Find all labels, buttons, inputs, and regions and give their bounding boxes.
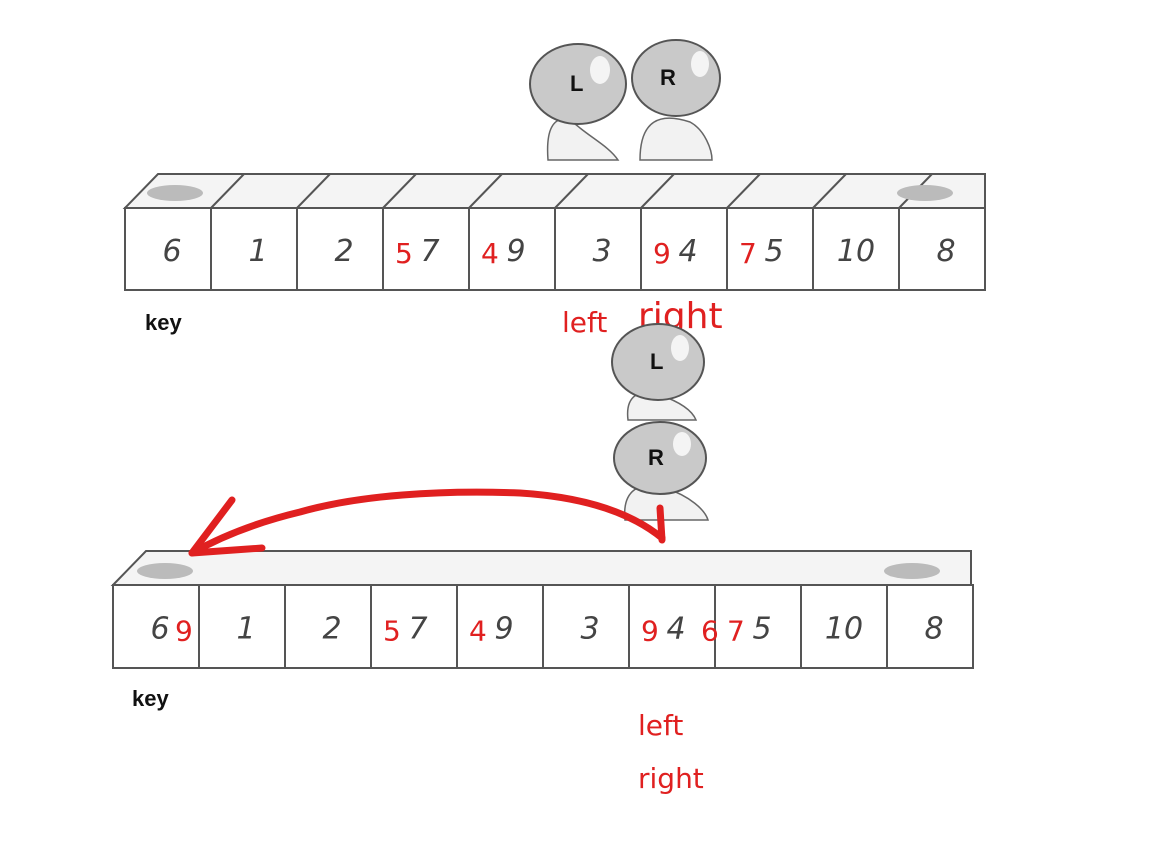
cell-value: 6 <box>162 234 181 269</box>
helmet-r-label: R <box>660 65 676 90</box>
key-label-top: key <box>145 310 182 335</box>
face-line <box>296 173 331 209</box>
cell-annotation: 4 <box>469 615 487 648</box>
face-line <box>468 173 503 209</box>
array-cell <box>726 207 814 291</box>
face-line <box>382 173 417 209</box>
soldier-right-top: R <box>631 39 721 161</box>
cell-value: 6 <box>150 612 169 647</box>
cell-value: 4 <box>666 612 685 647</box>
cell-annotation: 9 <box>175 615 193 648</box>
cell-value: 3 <box>592 234 611 269</box>
cell-annotation: 7 <box>727 615 745 648</box>
array-cell <box>714 584 802 669</box>
cell-value: 3 <box>580 612 599 647</box>
cell-annotation: 4 <box>481 237 499 270</box>
arrow-head-icon <box>188 496 266 557</box>
helmet-r-bottom-label: R <box>648 445 664 470</box>
helmet-r-icon <box>631 39 721 117</box>
right-end-cap-bottom <box>884 563 940 579</box>
cell-value: 8 <box>924 612 943 647</box>
cell-annotation: 5 <box>383 615 401 648</box>
right-label-bottom: right <box>638 762 704 795</box>
array-cell <box>554 207 642 291</box>
face-line <box>640 173 675 209</box>
array-cell <box>640 207 728 291</box>
cell-value: 1 <box>248 234 267 269</box>
cell-value: 7 <box>420 234 439 269</box>
array-cell <box>124 207 212 291</box>
cell-value: 9 <box>494 612 513 647</box>
cell-value: 2 <box>322 612 341 647</box>
key-label-bottom: key <box>132 686 169 711</box>
left-end-cap <box>147 185 203 201</box>
array-cell <box>112 584 200 669</box>
face-line <box>812 173 847 209</box>
cell-value: 2 <box>334 234 353 269</box>
cell-annotation: 5 <box>395 237 413 270</box>
cell-annotation: 9 <box>641 615 659 648</box>
array-cell <box>198 584 286 669</box>
left-label-top: left <box>562 306 607 339</box>
face-line <box>726 173 761 209</box>
array-cell <box>468 207 556 291</box>
left-label-bottom: left <box>638 709 683 742</box>
cell-annotation: 6 <box>701 615 719 648</box>
cell-value: 4 <box>678 234 697 269</box>
cell-value: 10 <box>837 234 875 269</box>
left-end-cap-bottom <box>137 563 193 579</box>
cell-value: 8 <box>936 234 955 269</box>
face-line <box>210 173 245 209</box>
cell-annotation: 7 <box>739 237 757 270</box>
swap-arrow <box>188 488 666 557</box>
right-end-cap <box>897 185 953 201</box>
array-cell <box>284 584 372 669</box>
soldier-right-bottom: R <box>613 421 710 521</box>
array-cell <box>296 207 384 291</box>
helmet-l-bottom-label: L <box>650 349 663 374</box>
face-line <box>554 173 589 209</box>
array-cell <box>886 584 974 669</box>
cell-annotation: 9 <box>653 237 671 270</box>
array-cell <box>800 584 888 669</box>
cell-value: 1 <box>236 612 255 647</box>
cell-value: 7 <box>408 612 427 647</box>
array-cell <box>812 207 900 291</box>
arrow-tail <box>656 504 666 544</box>
cell-value: 10 <box>825 612 863 647</box>
soldier-left-bottom: L <box>611 323 705 421</box>
soldier-left-top: L <box>529 43 627 161</box>
cell-value: 5 <box>752 612 771 647</box>
array-cell <box>898 207 986 291</box>
array-cell <box>210 207 298 291</box>
array-cell <box>628 584 716 669</box>
helmet-l-label: L <box>570 71 583 96</box>
cell-value: 9 <box>506 234 525 269</box>
cell-value: 5 <box>764 234 783 269</box>
array-cell <box>370 584 458 669</box>
